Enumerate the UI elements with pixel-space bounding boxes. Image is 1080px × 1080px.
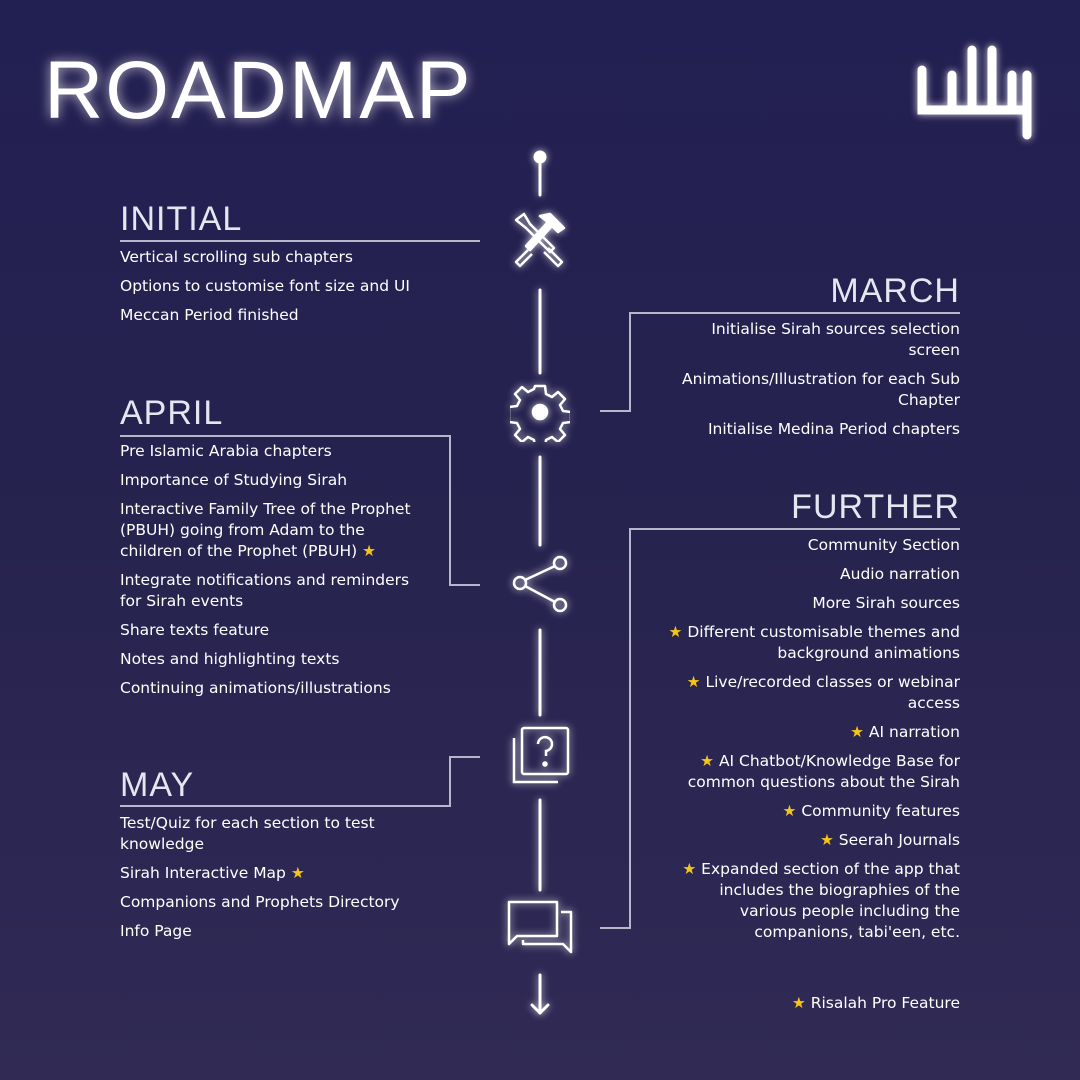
march-list: Initialise Sirah sources selection scree…	[660, 319, 960, 448]
list-item: Audio narration	[840, 565, 960, 583]
risalah-logo	[912, 40, 1042, 140]
item-text: AI narration	[868, 723, 960, 741]
star-icon: ★	[362, 542, 377, 560]
initial-underline	[120, 240, 480, 242]
april-heading: APRIL	[120, 394, 224, 432]
list-item: Initialise Medina Period chapters	[707, 420, 960, 438]
quiz-icon	[512, 726, 570, 784]
star-icon: ★	[682, 860, 697, 878]
may-connector-v	[449, 756, 451, 807]
may-connector-h	[449, 756, 480, 758]
list-item: Continuing animations/illustrations	[120, 679, 391, 697]
page-title: ROADMAP	[44, 45, 473, 136]
timeline-spine	[530, 150, 550, 1015]
list-item: Integrate notifications and reminders fo…	[120, 571, 410, 610]
star-icon: ★	[819, 831, 834, 849]
star-icon: ★	[850, 723, 864, 741]
item-text: Different customisable themes and backgr…	[687, 623, 960, 662]
item-text: Sirah Interactive Map	[120, 864, 286, 882]
list-item: ★ Different customisable themes and back…	[660, 622, 960, 664]
list-item: Initialise Sirah sources selection scree…	[711, 320, 960, 359]
list-item: Notes and highlighting texts	[120, 650, 340, 668]
list-item: ★ AI Chatbot/Knowledge Base for common q…	[660, 751, 960, 793]
chat-icon	[507, 900, 573, 954]
list-item: ★ Live/recorded classes or webinar acces…	[660, 672, 960, 714]
star-icon: ★	[686, 673, 701, 691]
item-text: Interactive Family Tree of the Prophet (…	[120, 500, 411, 560]
may-connector	[120, 805, 451, 807]
star-icon: ★	[782, 802, 797, 820]
list-item: ★ Community features	[660, 801, 960, 822]
april-connector-v	[449, 435, 451, 585]
list-item: Animations/Illustration for each Sub Cha…	[681, 370, 960, 409]
list-item: Sirah Interactive Map ★	[120, 863, 410, 884]
march-heading: MARCH	[830, 272, 960, 310]
list-item: ★ Expanded section of the app that inclu…	[660, 859, 960, 943]
march-connector-v	[629, 312, 631, 412]
march-connector	[629, 312, 960, 314]
list-item: Importance of Studying Sirah	[120, 471, 348, 489]
gear-icon	[510, 384, 570, 442]
star-icon: ★	[700, 752, 714, 770]
list-item: More Sirah sources	[812, 594, 960, 612]
star-icon: ★	[290, 864, 305, 882]
list-item: Options to customise font size and UI	[120, 277, 410, 295]
further-list: Community Section Audio narration More S…	[660, 535, 960, 951]
list-item: Info Page	[120, 922, 192, 940]
item-text: Community features	[801, 802, 960, 820]
item-text: Seerah Journals	[838, 831, 960, 849]
item-text: Live/recorded classes or webinar access	[705, 673, 960, 712]
march-connector-h	[600, 410, 631, 412]
star-icon: ★	[668, 623, 683, 641]
april-connector	[120, 435, 451, 437]
initial-heading: INITIAL	[120, 200, 243, 238]
initial-list: Vertical scrolling sub chapters Options …	[120, 247, 450, 334]
tools-icon	[514, 212, 566, 268]
item-text: Expanded section of the app that include…	[701, 860, 960, 941]
list-item: Meccan Period finished	[120, 306, 299, 324]
further-connector	[629, 528, 960, 530]
april-connector-h	[449, 584, 480, 586]
further-connector-h	[600, 927, 631, 929]
list-item: Community Section	[807, 536, 960, 554]
list-item: Share texts feature	[120, 621, 270, 639]
list-item: ★ AI narration	[660, 722, 960, 743]
list-item: Test/Quiz for each section to test knowl…	[120, 814, 375, 853]
april-list: Pre Islamic Arabia chapters Importance o…	[120, 441, 430, 707]
may-heading: MAY	[120, 766, 195, 804]
further-heading: FURTHER	[791, 488, 960, 526]
item-text: AI Chatbot/Knowledge Base for common que…	[687, 752, 960, 791]
list-item: Pre Islamic Arabia chapters	[120, 442, 332, 460]
legend: ★ Risalah Pro Feature	[792, 993, 960, 1014]
share-icon	[512, 555, 568, 613]
star-icon: ★	[791, 994, 806, 1012]
list-item: Companions and Prophets Directory	[120, 893, 400, 911]
list-item: Interactive Family Tree of the Prophet (…	[120, 499, 430, 562]
list-item: Vertical scrolling sub chapters	[120, 248, 353, 266]
list-item: ★ Seerah Journals	[660, 830, 960, 851]
legend-label: Risalah Pro Feature	[810, 994, 960, 1012]
may-list: Test/Quiz for each section to test knowl…	[120, 813, 410, 950]
further-connector-v	[629, 528, 631, 929]
